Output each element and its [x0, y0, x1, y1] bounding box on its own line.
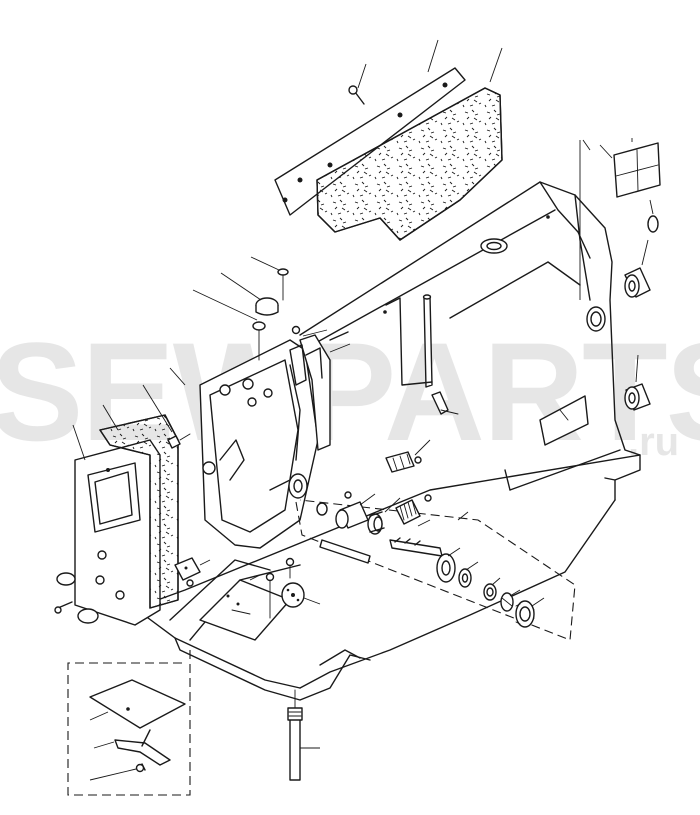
top-leaders [357, 39, 503, 89]
bed-slide-plate [199, 579, 291, 641]
shaft-spring [500, 592, 514, 612]
oval-plug [647, 215, 659, 233]
set-screws [344, 451, 432, 502]
oil-cap-small [277, 268, 289, 301]
long-shaft-rod [319, 539, 371, 564]
slide-plate-group-boundary [67, 650, 191, 796]
shaft-assembly-boundary [295, 499, 576, 641]
head-frame [199, 339, 319, 549]
knee-lifter-shaft [287, 689, 320, 781]
label-plate [613, 142, 661, 198]
thrust-collar [436, 553, 456, 583]
slide-plate [89, 679, 186, 729]
bushing-lower [624, 383, 651, 411]
hook-shaft [389, 537, 443, 557]
bushing-upper [624, 267, 651, 298]
bobbin-plate [281, 582, 321, 608]
needle-bar-link [289, 325, 331, 451]
slide-plate-leaders [89, 711, 137, 781]
slide-plate-spring [114, 729, 171, 771]
top-cover-gasket [316, 87, 503, 241]
bed-screws [186, 557, 295, 619]
assembly-leaders [359, 439, 545, 607]
cover-screw [348, 85, 365, 105]
rubber-plug [252, 321, 266, 361]
shaft-washer [458, 568, 472, 588]
small-screw-left [167, 433, 191, 449]
slide-plate-screw [135, 763, 145, 773]
shaft-gear [367, 511, 385, 535]
head-leaders [72, 256, 351, 461]
thread-guide-rod [385, 294, 459, 415]
face-plate-screws [54, 572, 99, 624]
gear-wheel [515, 600, 535, 628]
watermark-text: SEWPARTS [0, 313, 700, 470]
thread-take-up [305, 331, 349, 379]
oil-cap-large [255, 297, 279, 316]
bushing-collar [316, 501, 369, 529]
watermark-suffix: .ru [628, 420, 679, 464]
worm-gear [395, 499, 421, 525]
right-leaders [579, 138, 654, 383]
bearing-ring [483, 583, 497, 601]
bed-clamp [174, 557, 211, 581]
arm-side-plug [586, 306, 606, 332]
arm-nameplate [539, 395, 589, 446]
face-plate-gasket [99, 414, 179, 609]
face-plate [74, 439, 161, 626]
watermark: SEWPARTS .ru [0, 313, 700, 470]
front-bushing [269, 473, 308, 499]
